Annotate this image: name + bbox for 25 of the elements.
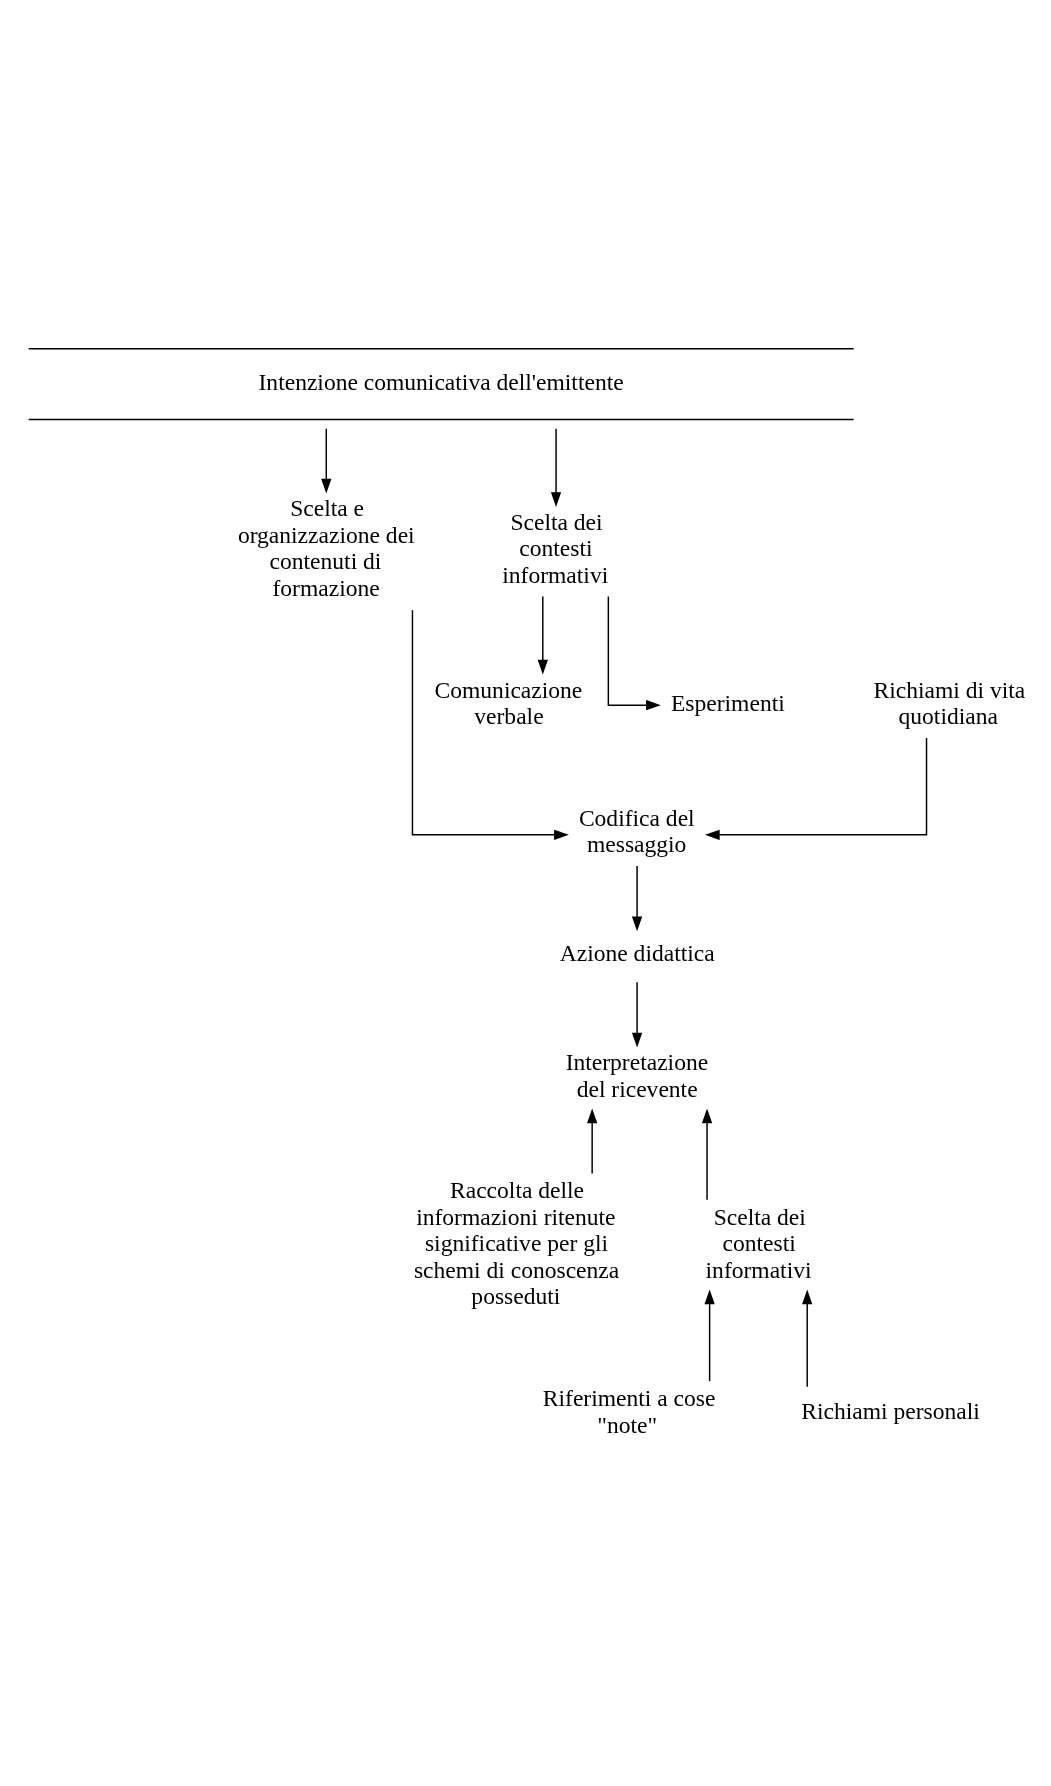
arrow xyxy=(537,595,548,675)
node-text: Scelta dei contesti informativi xyxy=(705,1203,812,1283)
arrow xyxy=(802,1289,813,1388)
node-text: Scelta dei contesti informativi xyxy=(502,508,609,588)
arrow xyxy=(631,865,643,932)
node-text: Riferimenti a cose "note" xyxy=(542,1385,716,1438)
arrow xyxy=(704,737,928,840)
node-text: Scelta e organizzazione dei contenuti di formazione xyxy=(237,495,415,601)
node-text: Azione didattica xyxy=(559,940,715,967)
arrow xyxy=(701,1108,713,1201)
arrow xyxy=(631,981,643,1048)
node-text: Richiami personali xyxy=(801,1398,980,1425)
arrow xyxy=(607,595,661,711)
node-text: Esperimenti xyxy=(670,689,785,716)
node-text: Codifica del messaggio xyxy=(578,804,695,858)
node-text: Comunicazione verbale xyxy=(434,676,583,730)
arrow xyxy=(411,609,569,840)
arrow xyxy=(321,427,332,494)
node-text: Raccolta delle informazioni ritenute significative per gli schemi di conoscenza posseduti xyxy=(413,1177,620,1310)
node-text: Richiami di vita quotidiana xyxy=(873,676,1026,730)
node-text: Interpretazione del ricevente xyxy=(565,1049,709,1102)
node-text: Intenzione comunicativa dell'emittente xyxy=(258,368,624,395)
arrow xyxy=(587,1108,598,1175)
arrow xyxy=(704,1289,715,1382)
arrow xyxy=(550,427,562,507)
